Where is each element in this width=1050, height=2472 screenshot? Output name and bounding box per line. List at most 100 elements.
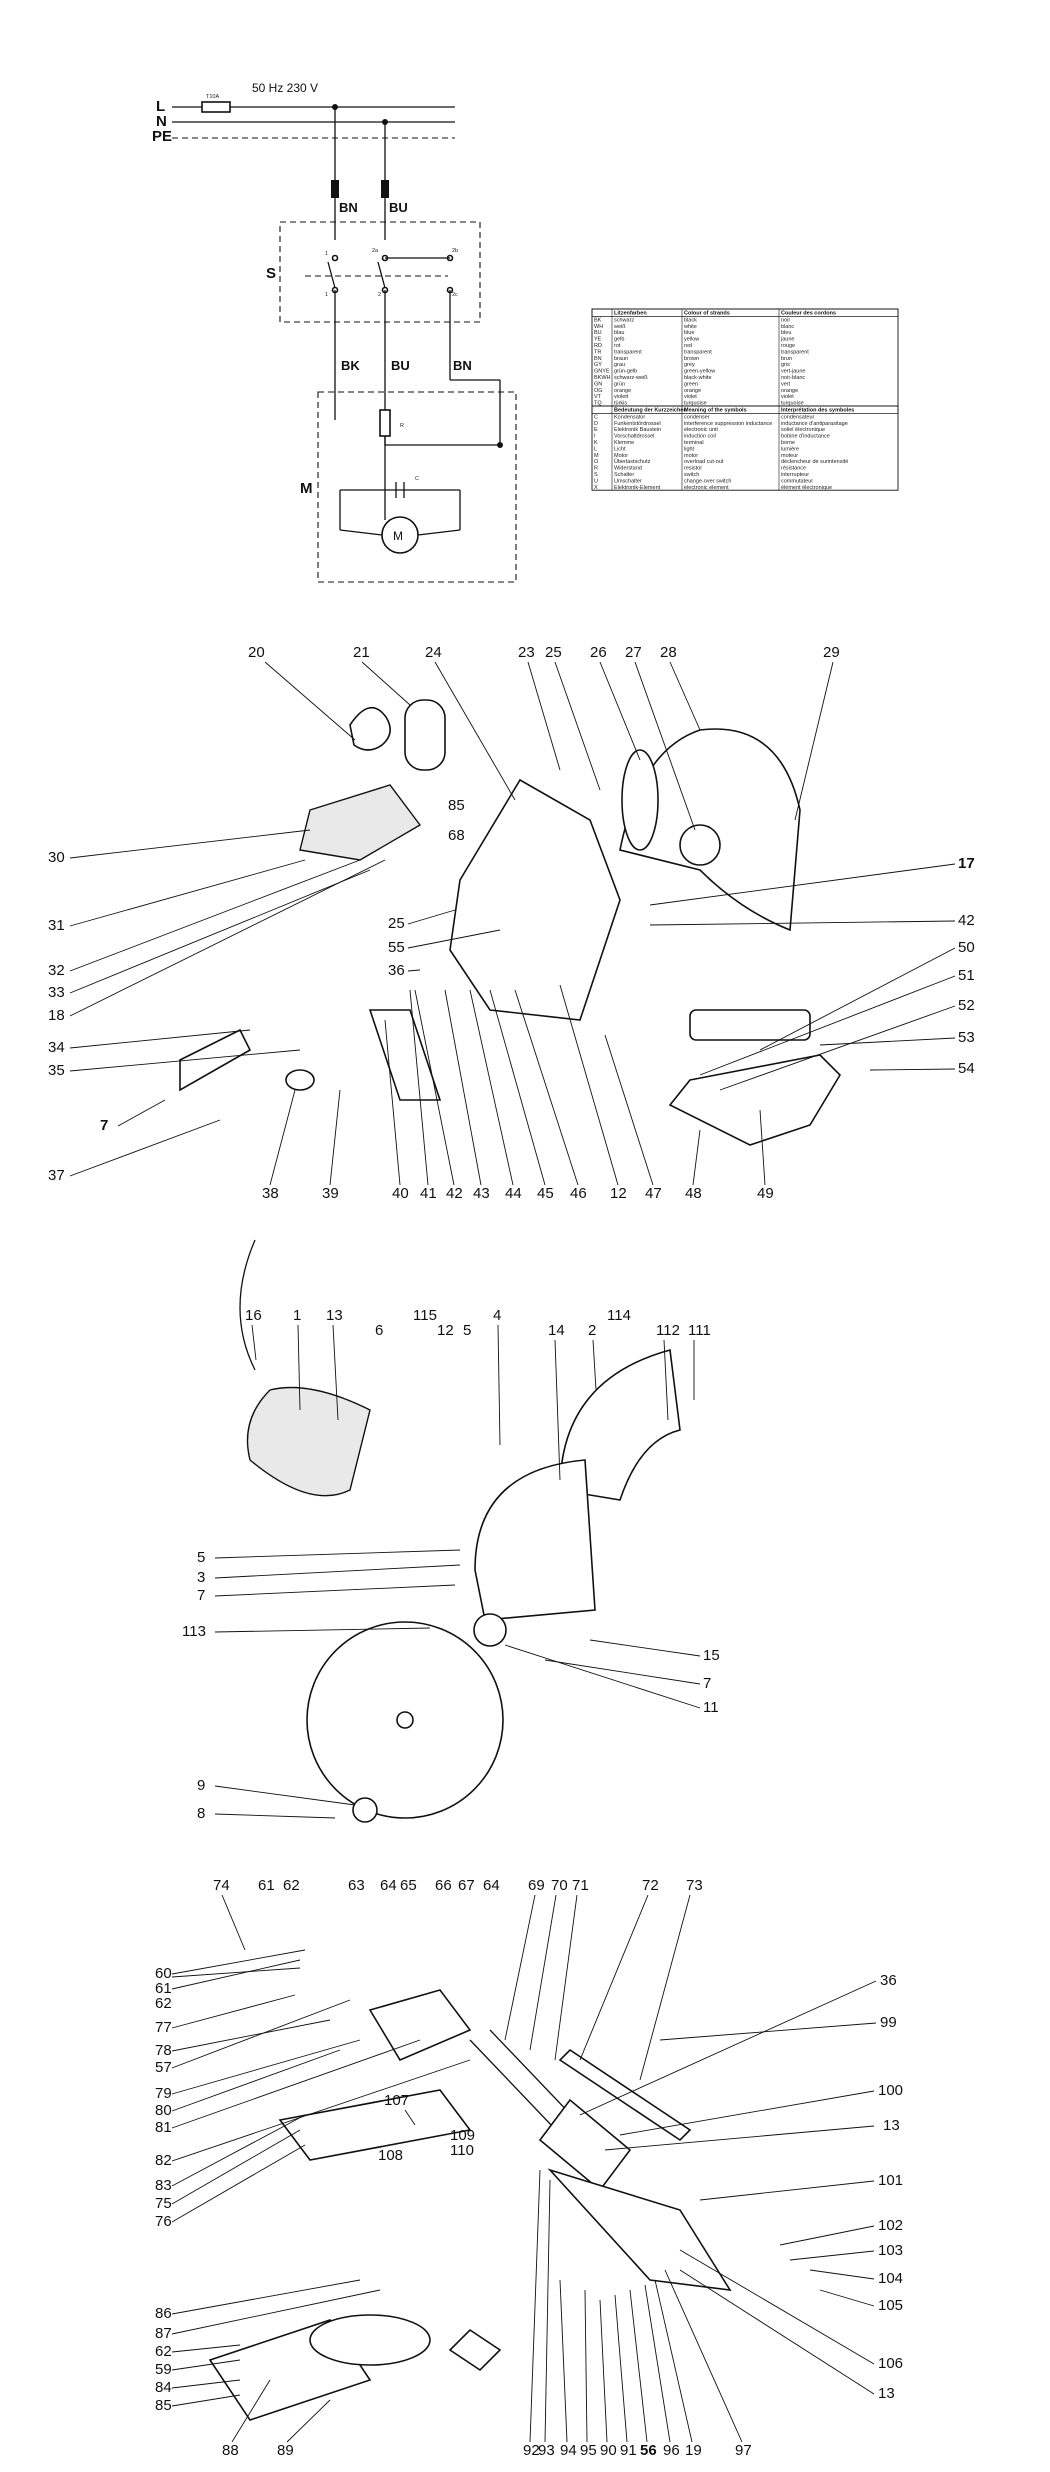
exploded-view-motor-blade [239,1239,681,1823]
symbol-table-cell: condensateur [781,414,814,420]
colour-table-cell: black-white [684,375,712,381]
symbol-table-cell: change-over switch [684,478,731,484]
callout-label: 114 [607,1307,631,1324]
callout-label: 25 [545,644,562,661]
callout-label: 37 [48,1167,65,1184]
callout-label: 81 [155,2119,172,2136]
terminal-1-bottom: 1 [325,292,328,298]
colour-table-cell: GNYE [594,369,610,375]
callout-label: 111 [688,1322,711,1339]
callout-label: 106 [878,2355,903,2372]
callout-label: 42 [446,1185,463,1202]
upper-blade-guard-part [559,1348,681,1501]
flange-part [473,1613,507,1647]
callout-label: 61 [258,1877,275,1894]
callout-label: 55 [388,939,405,956]
colour-table-cell: brown [684,356,699,362]
symbol-table-cell: E [594,427,598,433]
callout-label: 103 [878,2242,903,2259]
symbol-table-cell: overload cut-out [684,459,724,465]
fuse-symbol [201,101,231,113]
colour-table-cell: orange [614,388,631,394]
symbol-table-header-cell: Bedeutung der Kurzzeichen [614,407,687,413]
cover-plate-part [368,1009,442,1101]
callout-label: 95 [580,2442,597,2459]
callout-label: 44 [505,1185,522,1202]
symbol-table-cell: C [594,414,598,420]
drive-belt-part [621,749,659,851]
symbol-table-cell: resistor [684,466,702,472]
callout-label: 43 [473,1185,490,1202]
motor-symbol-glyph: M [393,529,403,543]
callout-label: 47 [645,1185,662,1202]
colour-table-header-cell: Litzenfarben [614,310,647,316]
colour-table-cell: gelb [614,337,624,343]
colour-table-header-cell: Couleur des cordons [781,310,836,316]
callout-label: 63 [348,1877,365,1894]
callout-label: 64 [380,1877,397,1894]
callout-label: 7 [703,1675,711,1692]
colour-table-cell: GN [594,381,602,387]
callout-label: 42 [958,912,975,929]
power-cable-part [239,1239,256,1371]
base-plate-part [668,1054,842,1146]
callout-label: 35 [48,1062,65,1079]
callout-label: 67 [458,1877,475,1894]
symbol-table-cell: bobine d'inductance [781,434,830,440]
motor-housing-part [246,1386,371,1497]
symbol-table-cell: interrupteur [781,472,809,478]
colour-table-cell: orange [781,388,798,394]
callout-label: 62 [283,1877,300,1894]
callout-label: 77 [155,2019,172,2036]
symbol-table-cell: Umschalter [614,478,642,484]
symbol-table-cell: Elektronik-Element [614,485,661,491]
colour-table-cell: transparent [684,349,712,355]
callout-label: 23 [518,644,535,661]
symbol-table-cell: electronic unit [684,427,718,433]
colour-table-cell: jaune [780,337,794,343]
switch-label: S [266,265,276,282]
callout-label: 34 [48,1039,65,1056]
callout-label: 65 [400,1877,417,1894]
colour-table-cell: BK [594,317,602,323]
wire-code-bk: BK [341,358,360,373]
colour-table-cell: white [683,324,697,330]
foot-part [448,2328,502,2372]
callout-label: 72 [642,1877,659,1894]
colour-table-cell: blue [684,330,694,336]
callout-label: 12 [437,1322,454,1339]
colour-table-cell: WH [594,324,603,330]
colour-table-cell: TR [594,349,601,355]
callout-label: 5 [197,1549,205,1566]
callout-label: 20 [248,644,265,661]
callout-label: 70 [551,1877,568,1894]
callout-label: 88 [222,2442,239,2459]
handle-housing-part [299,784,422,861]
symbol-table-cell: condenser [684,414,710,420]
wire-code-bn-top: BN [339,200,358,215]
exploded-view-saw-head [179,699,842,1146]
callout-label: 24 [425,644,442,661]
callout-label: 2 [588,1322,596,1339]
callout-label: 113 [182,1623,206,1640]
symbol-table-cell: soliel électronique [781,427,825,433]
callout-label: 4 [493,1307,501,1324]
callout-label: 53 [958,1029,975,1046]
colour-table-cell: weiß [613,324,626,330]
colour-table-cell: grau [614,362,625,368]
callout-label: 19 [685,2442,702,2459]
turntable-part [309,2314,431,2366]
callout-label: 12 [610,1185,627,1202]
callout-label: 92 [523,2442,540,2459]
callout-label: 7 [100,1117,108,1134]
resistor-label: R [400,423,404,429]
callout-label: 61 [155,1980,172,1997]
colour-table-cell: schwarz-weiß [614,375,648,381]
callout-label: 36 [388,962,405,979]
colour-table-cell: orange [684,388,701,394]
wire-code-bu-mid: BU [391,358,410,373]
callout-label: 89 [277,2442,294,2459]
